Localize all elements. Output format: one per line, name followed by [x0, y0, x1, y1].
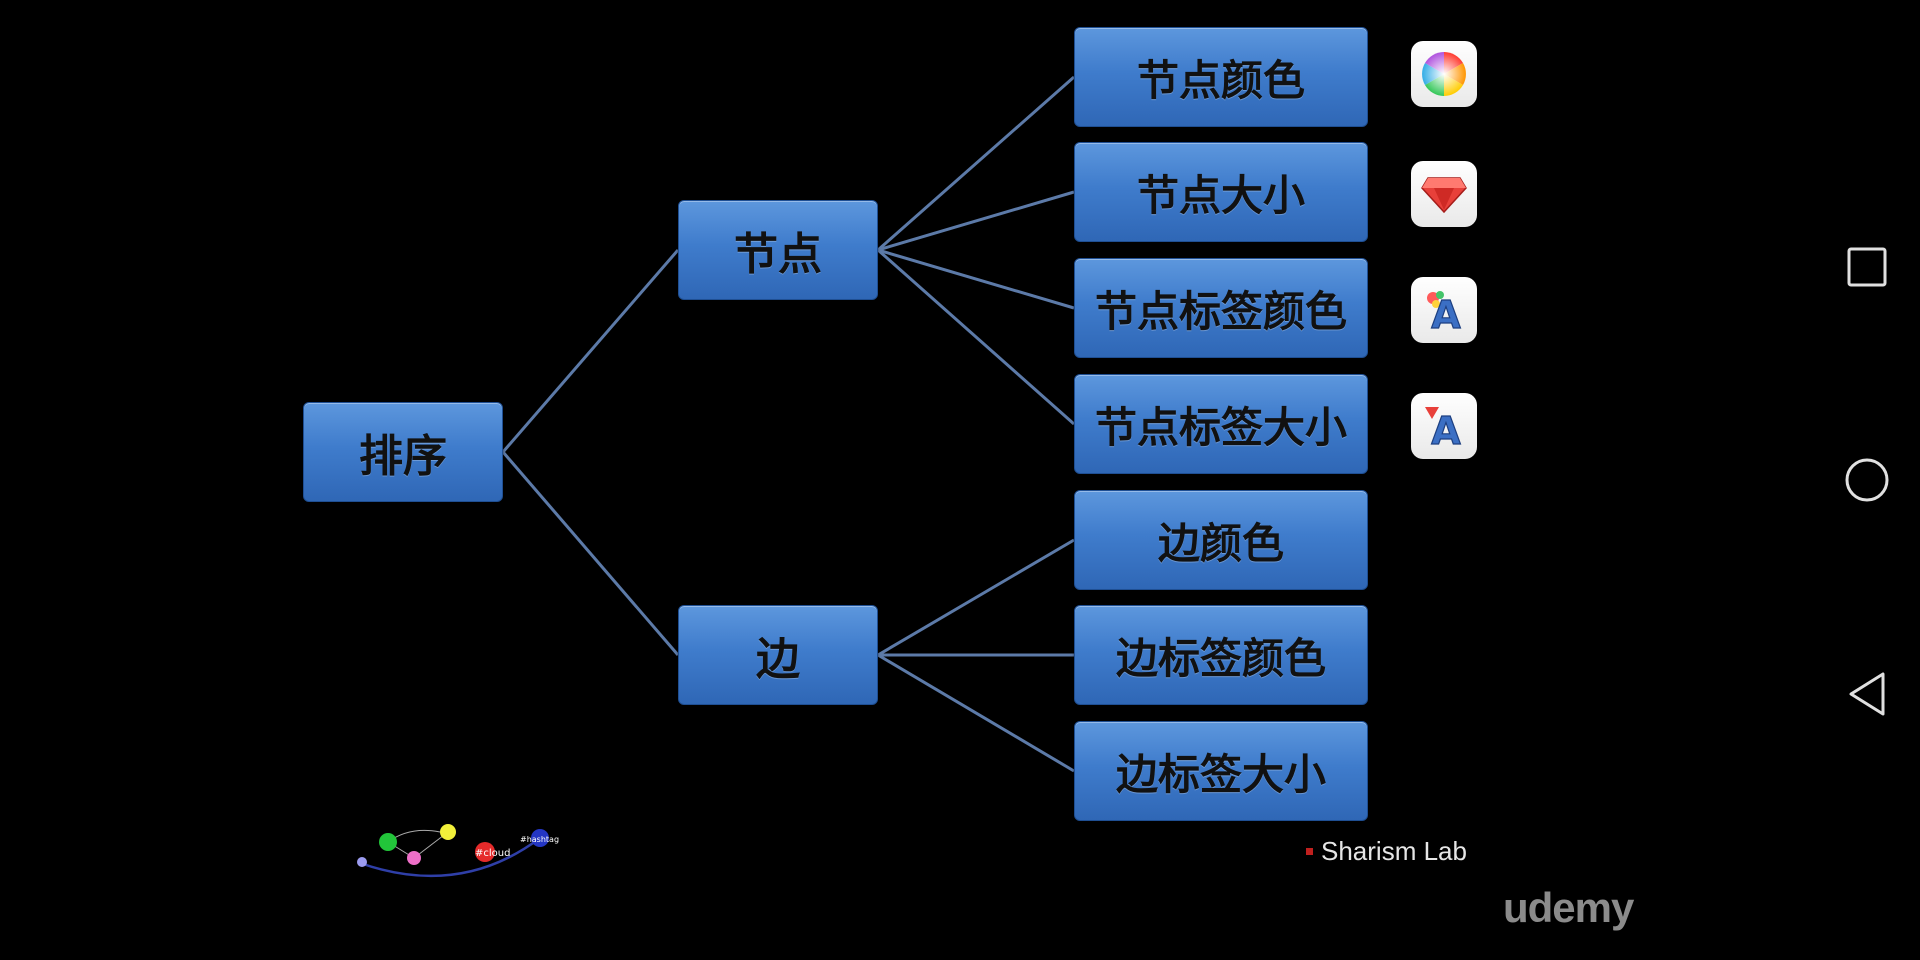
sharism-lab-watermark: Sharism Lab [1306, 836, 1467, 867]
leaf-label: 节点颜色 [1136, 55, 1305, 105]
branch-label-edge: 边 [756, 634, 800, 685]
link-node-color [877, 75, 1075, 252]
leaf-label: 节点标签大小 [1094, 402, 1347, 452]
recent-apps-icon[interactable] [1838, 238, 1896, 296]
brand-dot-icon [1306, 848, 1313, 855]
leaf-label: 边标签颜色 [1115, 633, 1326, 683]
branch-box-edge: 边 [678, 605, 878, 705]
link-node-label-color [877, 248, 1075, 310]
color-wheel-icon [1411, 41, 1477, 107]
link-node-size [877, 190, 1075, 252]
leaf-box-node-label-color: 节点标签颜色 [1074, 258, 1368, 358]
brand-text: Sharism Lab [1321, 836, 1467, 866]
ruby-gem-icon [1411, 161, 1477, 227]
leaf-box-edge-label-size: 边标签大小 [1074, 721, 1368, 821]
mini-graph-logo: #cloud #hashtag [357, 824, 559, 878]
branch-label-node: 节点 [734, 229, 822, 280]
svg-text:A: A [1431, 409, 1461, 451]
home-icon[interactable] [1838, 451, 1896, 509]
link-node-label-size [877, 248, 1075, 426]
back-icon[interactable] [1838, 665, 1896, 723]
link-root-node [501, 249, 680, 453]
mini-graph-label-hashtag: #hashtag [520, 835, 559, 844]
svg-text:A: A [1431, 293, 1461, 335]
leaf-label: 节点标签颜色 [1094, 286, 1347, 336]
link-root-edge [501, 451, 680, 656]
label-size-icon: A [1411, 393, 1477, 459]
leaf-box-edge-label-color: 边标签颜色 [1074, 605, 1368, 705]
leaf-box-node-label-size: 节点标签大小 [1074, 374, 1368, 474]
leaf-label: 边颜色 [1157, 518, 1284, 568]
link-edge-label-size [877, 653, 1075, 773]
leaf-label: 节点大小 [1136, 170, 1305, 220]
mini-graph-label-cloud: #cloud [475, 848, 510, 859]
branch-box-node: 节点 [678, 200, 878, 300]
udemy-logo: udemy [1503, 884, 1634, 931]
root-label: 排序 [359, 431, 447, 482]
leaf-box-node-color: 节点颜色 [1074, 27, 1368, 127]
root-box-sort: 排序 [303, 402, 503, 502]
link-edge-color [877, 538, 1075, 657]
leaf-label: 边标签大小 [1115, 749, 1326, 799]
leaf-box-edge-color: 边颜色 [1074, 490, 1368, 590]
label-color-icon: A [1411, 277, 1477, 343]
leaf-box-node-size: 节点大小 [1074, 142, 1368, 242]
